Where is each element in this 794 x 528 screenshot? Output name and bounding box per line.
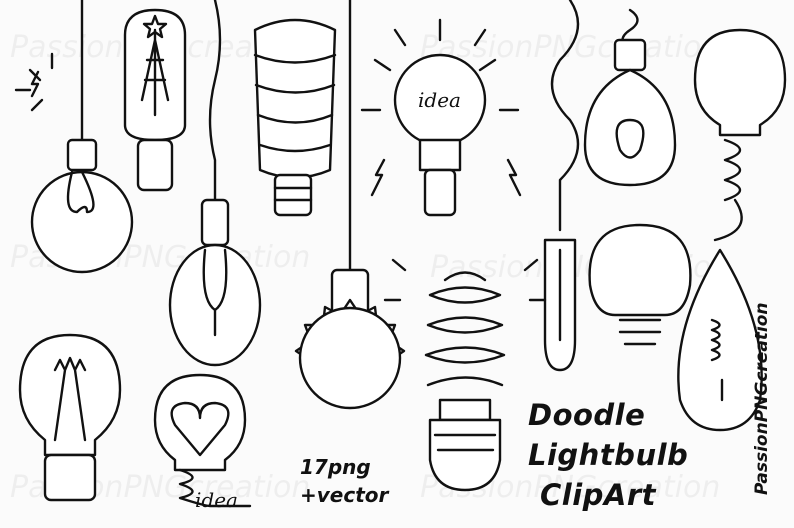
- spiral-cfl-bulb: [253, 18, 337, 217]
- hanging-pear-bulb: [543, 0, 580, 372]
- candle-bulb: [677, 248, 763, 432]
- heart-filament-bulb: [153, 373, 252, 508]
- title-line-3: ClipArt: [540, 478, 657, 512]
- hanging-round-bulb: [14, 0, 134, 274]
- brand-name: PassionPNGcreation: [752, 302, 772, 495]
- spiral-cfl-bulb-center: [383, 258, 547, 492]
- count-line-1: 17png: [300, 455, 371, 479]
- count-line-2: +vector: [300, 483, 389, 507]
- bulb-label-idea: idea: [195, 488, 238, 512]
- title-line-2: Lightbulb: [528, 438, 689, 472]
- title-line-1: Doodle: [528, 398, 646, 432]
- globe-bulb-right: [693, 28, 787, 242]
- tree-filament-bulb: [123, 8, 187, 192]
- hanging-teardrop-bulb: [583, 8, 677, 187]
- twisted-cord-bulb: [168, 0, 262, 367]
- classic-bulb: [18, 333, 122, 502]
- sun-bulb: [294, 0, 406, 410]
- bulb-label-idea: idea: [418, 88, 461, 112]
- idea-bulb: [360, 18, 522, 217]
- mushroom-bulb: [588, 223, 692, 346]
